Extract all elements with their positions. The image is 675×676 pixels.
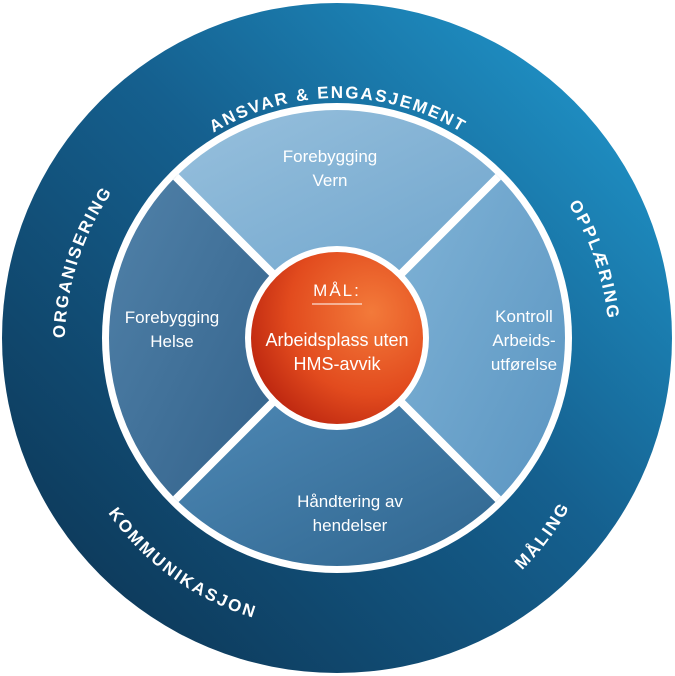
quadrant-left-line2: Helse [150,332,193,351]
center-heading: MÅL: [313,281,361,300]
center-circle [251,252,423,424]
quadrant-right-line2: Arbeids- [492,331,555,350]
quadrant-bottom-line2: hendelser [313,516,388,535]
center-text-line2: HMS-avvik [293,354,381,374]
quadrant-left-line1: Forebygging [125,308,220,327]
quadrant-right-line1: Kontroll [495,307,553,326]
quadrant-right-line3: utførelse [491,355,557,374]
quadrant-bottom-line1: Håndtering av [297,492,403,511]
quadrant-top-line2: Vern [313,171,348,190]
quadrant-top-line1: Forebygging [283,147,378,166]
center-text-line1: Arbeidsplass uten [265,330,408,350]
